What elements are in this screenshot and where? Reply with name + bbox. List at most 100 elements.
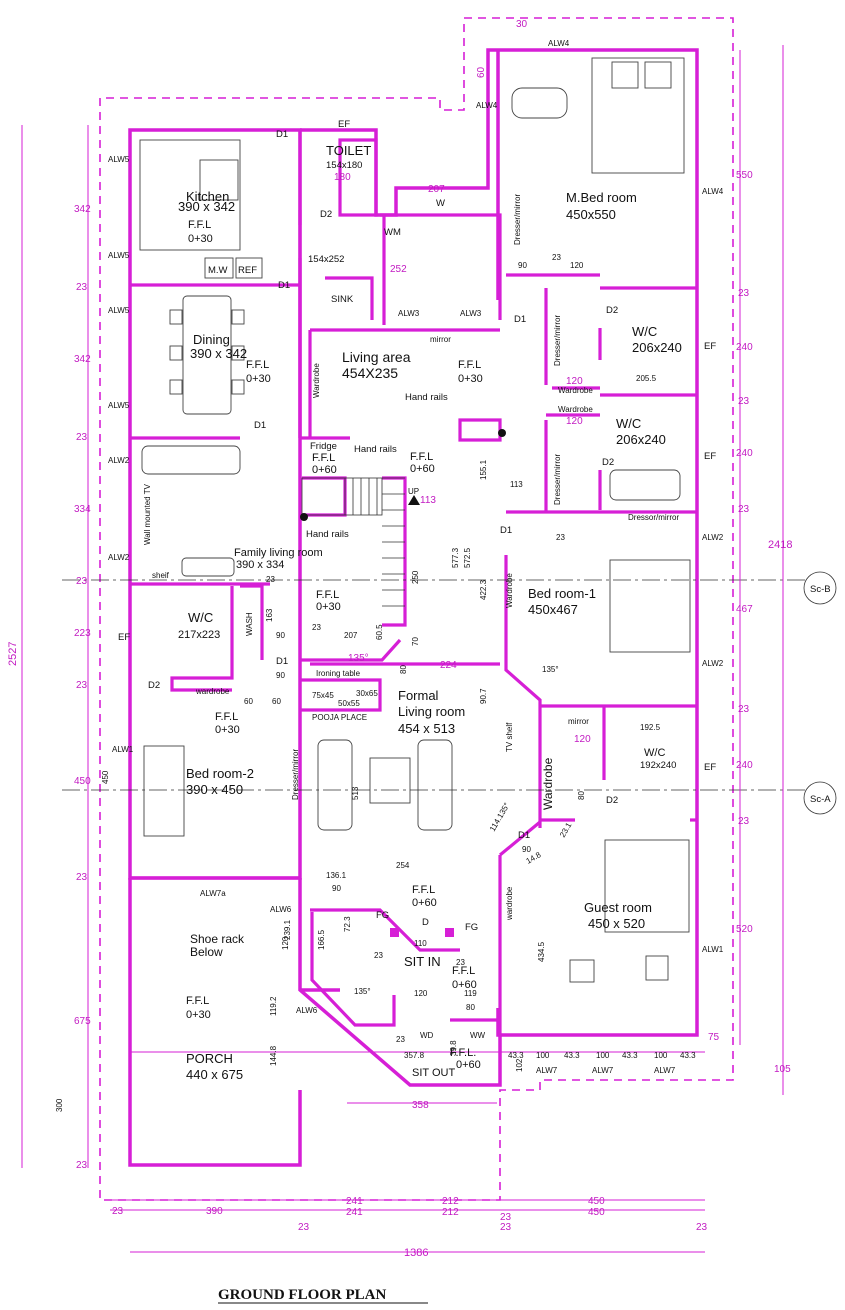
dim-723: 72.3 — [343, 916, 352, 932]
dim-577: 577.3 — [451, 547, 460, 568]
wd-label: WD — [420, 1031, 434, 1040]
dim-left-3: 342 — [74, 354, 91, 365]
dim-bottom-4: 241 — [346, 1207, 363, 1218]
dim-135-top: 135° — [348, 653, 369, 664]
dim-231: 23.1 — [558, 821, 574, 839]
living-area-ffl: F.F.L — [458, 359, 481, 371]
dim-450-bed2: 450 — [101, 770, 110, 784]
dim-left-total: 2527 — [7, 642, 19, 666]
dim-205: 205.5 — [636, 374, 657, 383]
formal-living-size: 454 x 513 — [398, 721, 455, 736]
sitin-name: SIT IN — [404, 954, 441, 969]
dim-163: 163 — [265, 608, 274, 622]
alw2-2: ALW2 — [108, 553, 130, 562]
dim-right-13: 105 — [774, 1064, 791, 1075]
sitout-name: SIT OUT — [412, 1067, 455, 1079]
ffl-mark-3-level: 0+60 — [412, 897, 437, 909]
d1-living: D1 — [254, 420, 266, 431]
toilet-size: 154x180 — [326, 160, 362, 171]
dim-155: 155.1 — [479, 459, 488, 480]
wc2-size: 206x240 — [616, 432, 666, 447]
d-label: D — [422, 917, 429, 928]
dim-1448: 144.8 — [269, 1045, 278, 1066]
bed2-size: 390 x 450 — [186, 782, 243, 797]
dim-3578: 357.8 — [404, 1051, 425, 1060]
shoe-rack-label: Shoe rack — [190, 932, 245, 946]
dim-572: 572.5 — [463, 547, 472, 568]
dim-right-8: 23 — [738, 704, 750, 715]
alw1-2: ALW1 — [702, 945, 724, 954]
dim-433-1: 43.3 — [508, 1051, 524, 1060]
d1-bed: D1 — [514, 314, 526, 325]
d1-label: D1 — [276, 129, 288, 140]
master-bed-name: M.Bed room — [566, 190, 637, 205]
dim-30x65: 30x65 — [356, 689, 378, 698]
mirror-wc4: mirror — [568, 717, 589, 726]
dim-right-total: 2418 — [768, 539, 792, 551]
dim-90-wc3: 90 — [276, 671, 285, 680]
wardrobe-wc4: Wardrobe — [541, 757, 555, 810]
alw2-1: ALW2 — [108, 456, 130, 465]
dim-right-1: 550 — [736, 170, 753, 181]
dim-398: 39.8 — [449, 1040, 458, 1056]
dim-80-sitin: 80 — [466, 1003, 475, 1012]
bed2-name: Bed room-2 — [186, 766, 254, 781]
mw-label: M.W — [208, 265, 228, 276]
alw2-4: ALW2 — [702, 659, 724, 668]
wm-label: WM — [384, 227, 401, 238]
wardrobe-guest: wardrobe — [505, 886, 514, 921]
dim-bottom-8: 23 — [500, 1222, 512, 1233]
ref-label: REF — [238, 265, 257, 276]
dim-120-shoe: 120 — [281, 936, 290, 950]
dim-100-3: 100 — [654, 1051, 668, 1060]
dim-left-8: 23 — [76, 680, 88, 691]
dim-right-2: 23 — [738, 288, 750, 299]
dim-left-9: 450 — [74, 776, 91, 787]
alw1-1: ALW1 — [112, 745, 134, 754]
dresser-mbed: Dresser/mirror — [513, 194, 522, 245]
dimension-text-bottom: 23 390 241 241 212 212 23 23 450 450 23 … — [112, 1196, 708, 1259]
wc3-size: 217x223 — [178, 629, 220, 641]
dim-bottom-1: 23 — [112, 1206, 124, 1217]
dim-bottom-3: 241 — [346, 1196, 363, 1207]
family-living-name: Family living room — [234, 547, 323, 559]
d2-wc4: D2 — [606, 795, 618, 806]
dim-102: 102 — [515, 1058, 524, 1072]
dim-60-wc3b: 60 — [272, 697, 281, 706]
dim-bottom-6: 212 — [442, 1207, 459, 1218]
alw3-2: ALW3 — [460, 309, 482, 318]
dim-119: 119 — [464, 989, 477, 998]
dining-size: 390 x 342 — [190, 346, 247, 361]
ww-label: WW — [470, 1031, 486, 1040]
alw5-1: ALW5 — [108, 155, 130, 164]
kitchen-ffl: F.F.L — [188, 219, 211, 231]
dim-907: 90.7 — [479, 688, 488, 704]
wardrobe-wc3: wardrobe — [195, 687, 230, 696]
d2-wc1: D2 — [606, 305, 618, 316]
dimension-lines — [21, 45, 784, 1211]
dining-name: Dining — [193, 332, 230, 347]
dim-207: 207 — [428, 184, 445, 195]
dim-180: 180 — [334, 172, 351, 183]
fixture-labels: EF D1 D2 W WM SINK M.W REF mirror Hand r… — [118, 119, 716, 1040]
shelf-label: sheif — [152, 571, 170, 580]
wardrobe-wc2: Wardrobe — [558, 405, 593, 414]
ffl-mark-1-level: 0+60 — [410, 463, 435, 475]
dim-433-4: 43.3 — [680, 1051, 696, 1060]
dressor-bed1: Dressor/mirror — [628, 513, 679, 522]
dim-513: 513 — [351, 786, 360, 800]
living-area-level: 0+30 — [458, 373, 483, 385]
dim-120-wc1: 120 — [566, 376, 583, 387]
shoe-rack-below: Below — [190, 945, 223, 959]
dim-23-sitin2: 23 — [456, 958, 465, 967]
dim-left-12: 23 — [76, 1160, 88, 1171]
hand-rails-1: Hand rails — [405, 392, 448, 403]
dim-left-1: 342 — [74, 204, 91, 215]
dimension-text-left: 342 23 342 23 334 23 223 23 450 23 675 2… — [7, 204, 91, 1171]
kitchen-level: 0+30 — [188, 233, 213, 245]
hand-rails-2: Hand rails — [354, 444, 397, 455]
dim-207-wash: 207 — [344, 631, 358, 640]
alw7-3: ALW7 — [654, 1066, 676, 1075]
bed2-ffl: F.F.L — [215, 711, 238, 723]
interior-walls — [130, 130, 697, 1035]
